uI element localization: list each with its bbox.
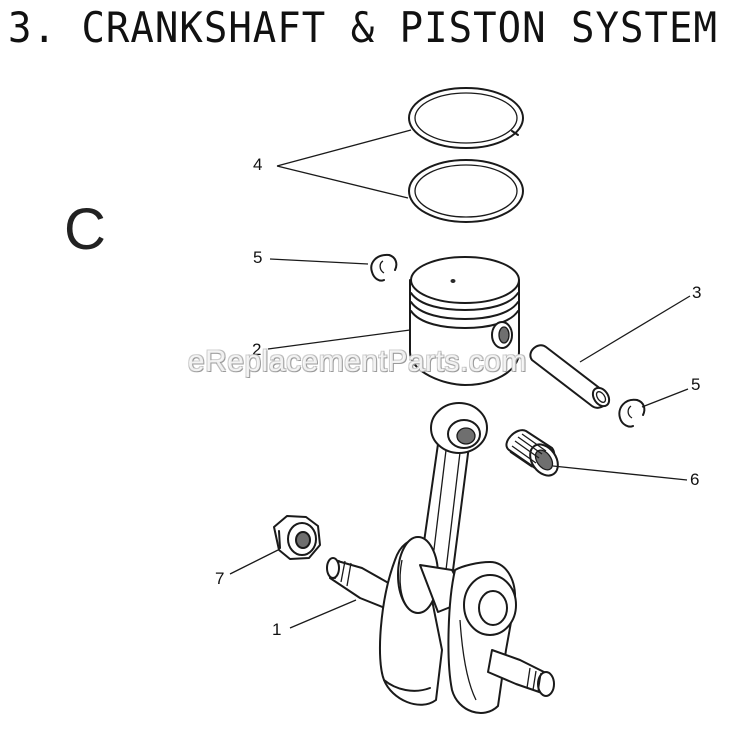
piston-ring-lower: [408, 159, 524, 223]
callout-5-left: 5: [253, 248, 263, 267]
flange-nut: [273, 515, 321, 560]
callout-2: 2: [252, 340, 262, 359]
circlip-right: [618, 398, 646, 428]
leader-1: [289, 599, 357, 629]
leader-3: [579, 295, 691, 363]
leader-4-upper: [276, 129, 412, 167]
crankshaft-assembly: [326, 402, 555, 714]
leader-4-lower: [276, 165, 409, 199]
leader-lines: [229, 129, 691, 629]
circlip-left: [370, 253, 398, 282]
needle-bearing: [505, 429, 559, 477]
piston-pin: [529, 344, 611, 409]
leader-5-left: [269, 258, 369, 265]
callout-6: 6: [690, 470, 700, 489]
leader-6: [552, 465, 688, 481]
callout-1: 1: [272, 620, 282, 639]
leader-5-right: [641, 388, 689, 408]
page-title: 3. CRANKSHAFT & PISTON SYSTEM: [8, 4, 718, 53]
callout-5-right: 5: [691, 375, 701, 394]
callout-7: 7: [215, 569, 225, 588]
piston-rings: [408, 87, 524, 223]
section-letter: C: [64, 197, 106, 262]
piston-ring-upper: [408, 87, 524, 149]
leader-2: [267, 329, 411, 350]
piston: [409, 256, 520, 386]
leader-7: [229, 549, 279, 575]
callout-3: 3: [692, 283, 702, 302]
callout-4: 4: [253, 155, 263, 174]
